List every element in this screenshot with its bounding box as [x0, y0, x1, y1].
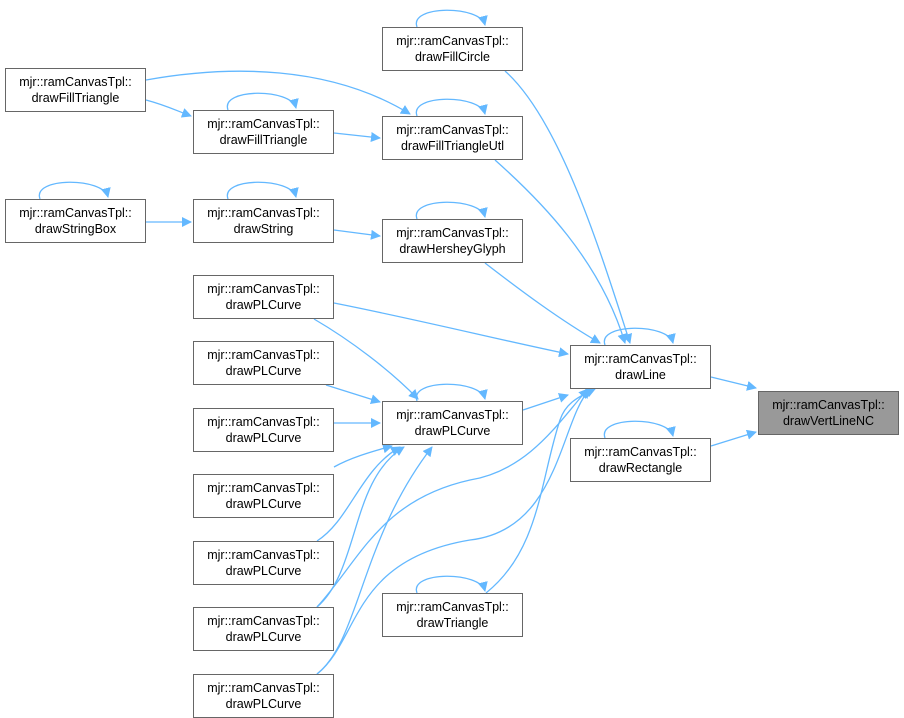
- node-function-label: drawPLCurve: [225, 697, 302, 711]
- node-namespace-label: mjr::ramCanvasTpl::: [584, 352, 697, 366]
- node-namespace-label: mjr::ramCanvasTpl::: [207, 681, 320, 695]
- node-function-label: drawLine: [615, 368, 666, 382]
- node-drawline[interactable]: mjr::ramCanvasTpl::drawLine: [570, 345, 711, 389]
- node-drawfillcircle[interactable]: mjr::ramCanvasTpl::drawFillCircle: [382, 27, 523, 71]
- edge-p1-l: [333, 302, 569, 358]
- edge-a-d: [145, 70, 411, 115]
- node-namespace-label: mjr::ramCanvasTpl::: [396, 600, 509, 614]
- node-function-label: drawPLCurve: [225, 630, 302, 644]
- self-loop-q: [416, 383, 488, 402]
- node-drawplcurve-4[interactable]: mjr::ramCanvasTpl::drawPLCurve: [193, 474, 334, 518]
- node-namespace-label: mjr::ramCanvasTpl::: [396, 34, 509, 48]
- node-function-label: drawFillCircle: [414, 50, 490, 64]
- edge-c-l: [504, 70, 632, 344]
- node-namespace-label: mjr::ramCanvasTpl::: [207, 117, 320, 131]
- node-namespace-label: mjr::ramCanvasTpl::: [19, 75, 132, 89]
- node-drawstringbox[interactable]: mjr::ramCanvasTpl::drawStringBox: [5, 199, 146, 243]
- node-function-label: drawPLCurve: [225, 431, 302, 445]
- node-function-label: drawFillTriangle: [219, 133, 308, 147]
- node-namespace-label: mjr::ramCanvasTpl::: [207, 481, 320, 495]
- node-namespace-label: mjr::ramCanvasTpl::: [396, 123, 509, 137]
- node-namespace-label: mjr::ramCanvasTpl::: [396, 408, 509, 422]
- node-function-label: drawFillTriangle: [31, 91, 120, 105]
- edge-q-l: [522, 393, 569, 411]
- node-namespace-label: mjr::ramCanvasTpl::: [207, 206, 320, 220]
- node-function-label: drawFillTriangleUtl: [400, 139, 505, 153]
- edge-p7-q: [316, 446, 433, 675]
- edge-p4-q: [333, 443, 393, 468]
- edge-g-l: [484, 262, 601, 344]
- node-drawrectangle[interactable]: mjr::ramCanvasTpl::drawRectangle: [570, 438, 711, 482]
- node-function-label: drawString: [233, 222, 294, 236]
- self-loop-d: [416, 98, 488, 117]
- self-loop-t: [416, 575, 488, 594]
- self-loop-b: [227, 92, 299, 111]
- node-drawstring[interactable]: mjr::ramCanvasTpl::drawString: [193, 199, 334, 243]
- node-function-label: drawRectangle: [598, 461, 683, 475]
- node-drawplcurve-center[interactable]: mjr::ramCanvasTpl::drawPLCurve: [382, 401, 523, 445]
- node-drawvertlinenc-current: mjr::ramCanvasTpl::drawVertLineNC: [758, 391, 899, 435]
- node-drawfilltriangle[interactable]: mjr::ramCanvasTpl::drawFillTriangle: [193, 110, 334, 154]
- node-namespace-label: mjr::ramCanvasTpl::: [207, 614, 320, 628]
- node-drawhersheyglyph[interactable]: mjr::ramCanvasTpl::drawHersheyGlyph: [382, 219, 523, 263]
- edge-r-v: [710, 429, 757, 447]
- node-function-label: drawPLCurve: [414, 424, 491, 438]
- node-function-label: drawPLCurve: [225, 364, 302, 378]
- node-drawplcurve-7[interactable]: mjr::ramCanvasTpl::drawPLCurve: [193, 674, 334, 718]
- self-loop-f: [227, 181, 299, 200]
- node-namespace-label: mjr::ramCanvasTpl::: [207, 548, 320, 562]
- edge-d-l: [494, 159, 628, 344]
- node-namespace-label: mjr::ramCanvasTpl::: [772, 398, 885, 412]
- edge-t-l: [485, 388, 596, 594]
- node-drawplcurve-1[interactable]: mjr::ramCanvasTpl::drawPLCurve: [193, 275, 334, 319]
- edge-l-v: [710, 376, 757, 391]
- edge-b-d: [333, 132, 381, 142]
- edge-p5-q: [316, 446, 401, 542]
- self-loop-c: [416, 9, 488, 28]
- self-loop-l: [604, 327, 676, 346]
- node-drawtriangle[interactable]: mjr::ramCanvasTpl::drawTriangle: [382, 593, 523, 637]
- edge-f-g: [333, 229, 381, 240]
- node-namespace-label: mjr::ramCanvasTpl::: [207, 415, 320, 429]
- edge-a-b: [145, 99, 192, 118]
- self-loop-e: [39, 181, 111, 200]
- node-function-label: drawPLCurve: [225, 497, 302, 511]
- node-function-label: drawVertLineNC: [782, 414, 874, 428]
- node-drawfilltriangleutl[interactable]: mjr::ramCanvasTpl::drawFillTriangleUtl: [382, 116, 523, 160]
- self-loop-g: [416, 201, 488, 220]
- node-namespace-label: mjr::ramCanvasTpl::: [207, 348, 320, 362]
- node-drawplcurve-6[interactable]: mjr::ramCanvasTpl::drawPLCurve: [193, 607, 334, 651]
- node-namespace-label: mjr::ramCanvasTpl::: [396, 226, 509, 240]
- node-drawfilltriangle-outer[interactable]: mjr::ramCanvasTpl::drawFillTriangle: [5, 68, 146, 112]
- node-function-label: drawTriangle: [416, 616, 489, 630]
- node-drawplcurve-2[interactable]: mjr::ramCanvasTpl::drawPLCurve: [193, 341, 334, 385]
- edge-p7-l: [316, 388, 591, 675]
- node-namespace-label: mjr::ramCanvasTpl::: [207, 282, 320, 296]
- node-function-label: drawPLCurve: [225, 298, 302, 312]
- node-namespace-label: mjr::ramCanvasTpl::: [19, 206, 132, 220]
- node-function-label: drawStringBox: [34, 222, 117, 236]
- edge-p1-q: [313, 318, 419, 400]
- node-namespace-label: mjr::ramCanvasTpl::: [584, 445, 697, 459]
- node-function-label: drawHersheyGlyph: [399, 242, 506, 256]
- node-drawplcurve-3[interactable]: mjr::ramCanvasTpl::drawPLCurve: [193, 408, 334, 452]
- self-loop-r: [604, 420, 676, 439]
- node-drawplcurve-5[interactable]: mjr::ramCanvasTpl::drawPLCurve: [193, 541, 334, 585]
- edge-p2-q: [325, 384, 381, 405]
- node-function-label: drawPLCurve: [225, 564, 302, 578]
